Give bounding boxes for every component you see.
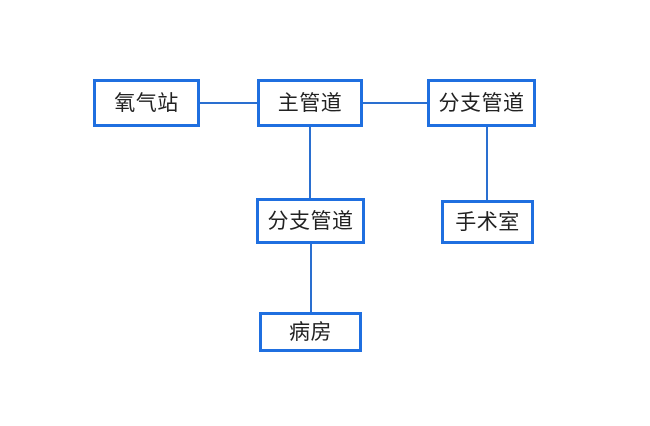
node-oxygen-station[interactable]: 氧气站 bbox=[93, 79, 200, 127]
node-branch-pipeline-right-label: 分支管道 bbox=[438, 91, 525, 115]
node-main-pipeline-label: 主管道 bbox=[277, 91, 343, 115]
node-oxygen-station-label: 氧气站 bbox=[114, 91, 179, 115]
node-branch-pipeline-right[interactable]: 分支管道 bbox=[427, 79, 536, 127]
node-operating-room-label: 手术室 bbox=[455, 210, 520, 234]
node-ward-label: 病房 bbox=[289, 320, 332, 344]
node-main-pipeline[interactable]: 主管道 bbox=[257, 79, 363, 127]
node-branch-pipeline-center[interactable]: 分支管道 bbox=[256, 198, 365, 244]
node-operating-room[interactable]: 手术室 bbox=[441, 200, 534, 244]
node-ward[interactable]: 病房 bbox=[259, 312, 362, 352]
node-branch-pipeline-center-label: 分支管道 bbox=[267, 209, 354, 233]
